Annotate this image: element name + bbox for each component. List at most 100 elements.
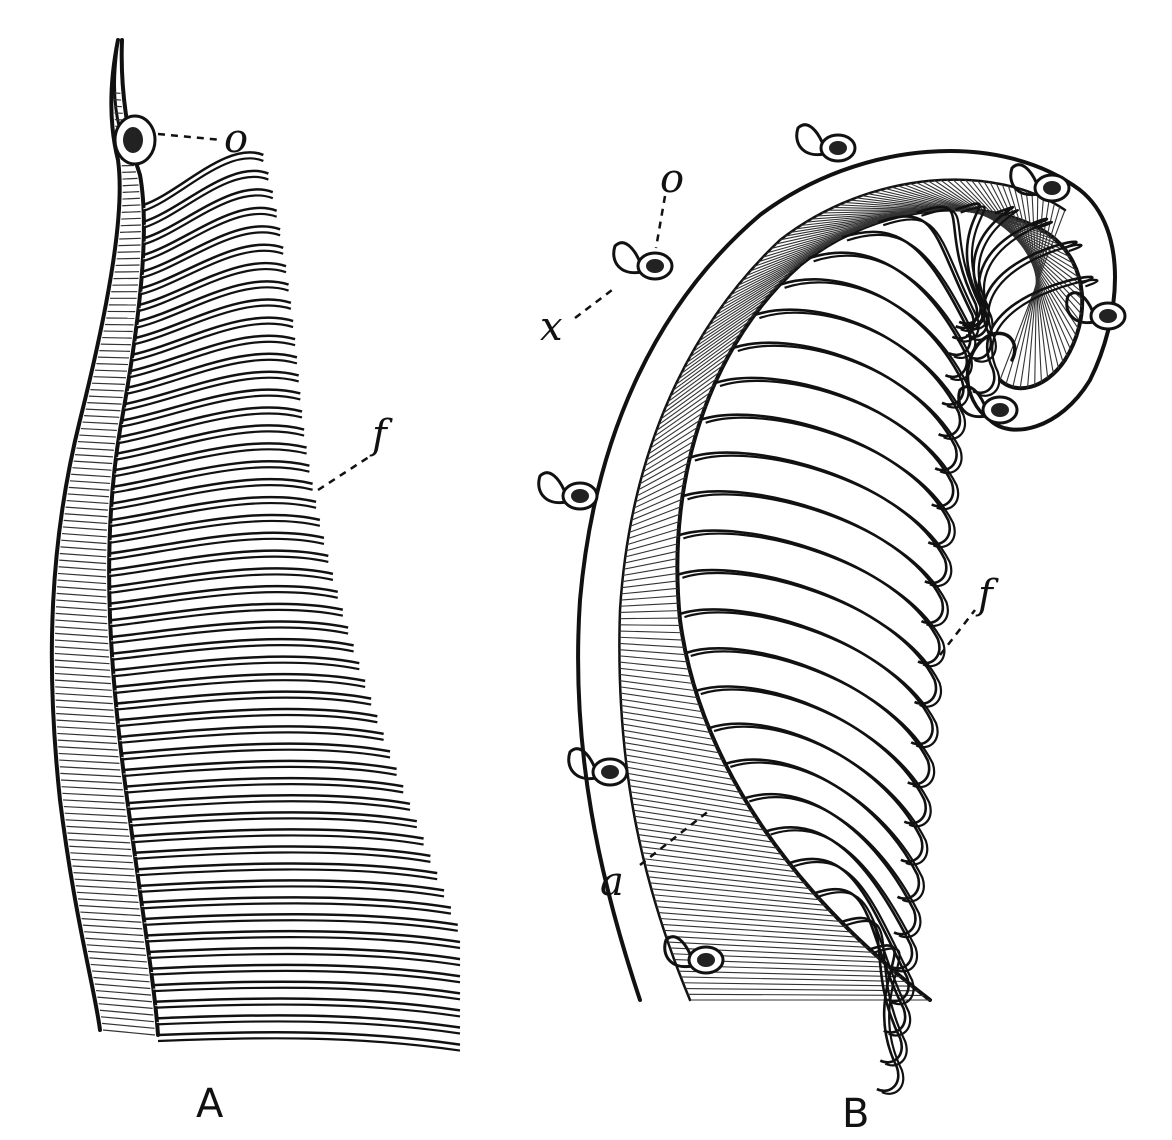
filament — [808, 251, 969, 379]
filament-gap — [110, 607, 343, 625]
groove-hatch-line — [630, 791, 753, 813]
groove-hatch-line — [627, 772, 741, 793]
groove-hatch-line — [55, 686, 112, 691]
groove-hatch-line — [59, 759, 120, 764]
groove-hatch-line — [90, 389, 124, 392]
groove-hatch-line — [689, 307, 760, 358]
panel-a-axis-inner — [107, 38, 160, 1037]
filament-shadow — [114, 679, 366, 695]
filament — [141, 225, 281, 273]
groove-hatch-line — [62, 799, 125, 804]
appendage — [612, 241, 642, 275]
panel-b-label-x: x — [540, 304, 563, 350]
filament — [724, 758, 921, 900]
groove-hatch-line — [623, 735, 721, 754]
panel-a-tip — [113, 38, 122, 132]
filament-shadow — [143, 157, 264, 212]
filament-gap — [112, 464, 310, 492]
groove-hatch-line — [58, 752, 119, 758]
sense-organ-core — [991, 403, 1009, 417]
filament-shadow — [141, 902, 452, 915]
filament-shadow — [770, 829, 919, 973]
filament-gap — [110, 500, 317, 525]
filament-gap — [154, 1002, 461, 1015]
groove-hatch-line — [624, 550, 678, 564]
filament-gap — [138, 266, 287, 310]
filament-gap — [111, 642, 354, 659]
groove-hatch-line — [102, 336, 132, 339]
filament-shadow — [125, 782, 404, 794]
filament — [124, 370, 300, 406]
filament-shadow — [737, 344, 963, 475]
filament-shadow — [116, 430, 305, 461]
filament — [108, 549, 329, 572]
panel-b-arm-mid — [618, 178, 1067, 1002]
groove-hatch-line — [631, 498, 683, 521]
groove-hatch-line — [122, 197, 140, 200]
filament-gap — [132, 833, 424, 843]
filament-gap — [114, 446, 307, 475]
groove-hatch-line — [758, 224, 871, 263]
groove-hatch-line — [625, 760, 734, 780]
filament — [123, 759, 397, 772]
groove-hatch-line — [627, 520, 680, 540]
filament — [109, 584, 339, 605]
filament — [127, 793, 411, 806]
groove-hatch-line — [622, 729, 717, 747]
groove-hatch-line — [99, 350, 131, 352]
filament-gap — [140, 248, 284, 293]
filament-shadow — [700, 688, 932, 828]
groove-hatch-line — [93, 376, 126, 379]
sense-organ-core — [829, 141, 847, 155]
filament-shadow — [148, 952, 461, 967]
panel-b-leader-o — [654, 195, 667, 249]
groove-hatch-line — [624, 748, 727, 767]
panel-a-filaments — [108, 151, 461, 1052]
groove-hatch-line — [667, 941, 873, 953]
groove-hatch-line — [81, 918, 142, 923]
groove-hatch-line — [73, 871, 135, 877]
filament-gap — [157, 1035, 461, 1049]
groove-hatch-line — [120, 224, 141, 227]
groove-hatch-line — [619, 673, 694, 685]
groove-hatch-line — [745, 232, 851, 277]
groove-hatch-line — [55, 606, 107, 611]
groove-hatch-line — [619, 667, 692, 677]
filament-shadow — [138, 267, 287, 313]
filament-gap — [109, 536, 325, 558]
groove-hatch-line — [644, 433, 697, 467]
groove-hatch-line — [61, 539, 107, 545]
filament-gap — [115, 695, 372, 709]
groove-hatch-line — [63, 805, 126, 811]
appendage — [567, 747, 597, 781]
groove-hatch-line — [620, 602, 679, 607]
groove-hatch-line — [635, 821, 774, 843]
groove-hatch-line — [55, 619, 108, 625]
groove-hatch-line — [647, 876, 816, 895]
panel-b-filaments — [676, 202, 1099, 1095]
filament — [779, 278, 965, 406]
filament — [118, 406, 303, 439]
filament — [154, 997, 461, 1012]
groove-hatch-line — [733, 243, 831, 291]
appendage — [1065, 291, 1095, 325]
filament-shadow — [146, 936, 461, 950]
filament-shadow — [112, 466, 310, 494]
panel-b: o x f a B — [537, 123, 1127, 1137]
filament-shadow — [127, 800, 411, 811]
groove-hatch-line — [620, 686, 698, 699]
filament-gap — [132, 321, 294, 360]
groove-hatch-line — [639, 454, 691, 485]
groove-hatch-line — [85, 937, 145, 943]
groove-hatch-line — [766, 219, 886, 254]
groove-hatch-line — [54, 646, 109, 651]
groove-hatch-line — [771, 217, 893, 249]
groove-hatch-line — [102, 1022, 155, 1029]
groove-hatch-line — [84, 931, 144, 937]
groove-hatch-line — [55, 692, 113, 698]
filament-gap — [143, 211, 277, 260]
filament-shadow — [157, 1037, 461, 1052]
filament — [955, 202, 982, 325]
filament-shadow — [705, 416, 956, 549]
